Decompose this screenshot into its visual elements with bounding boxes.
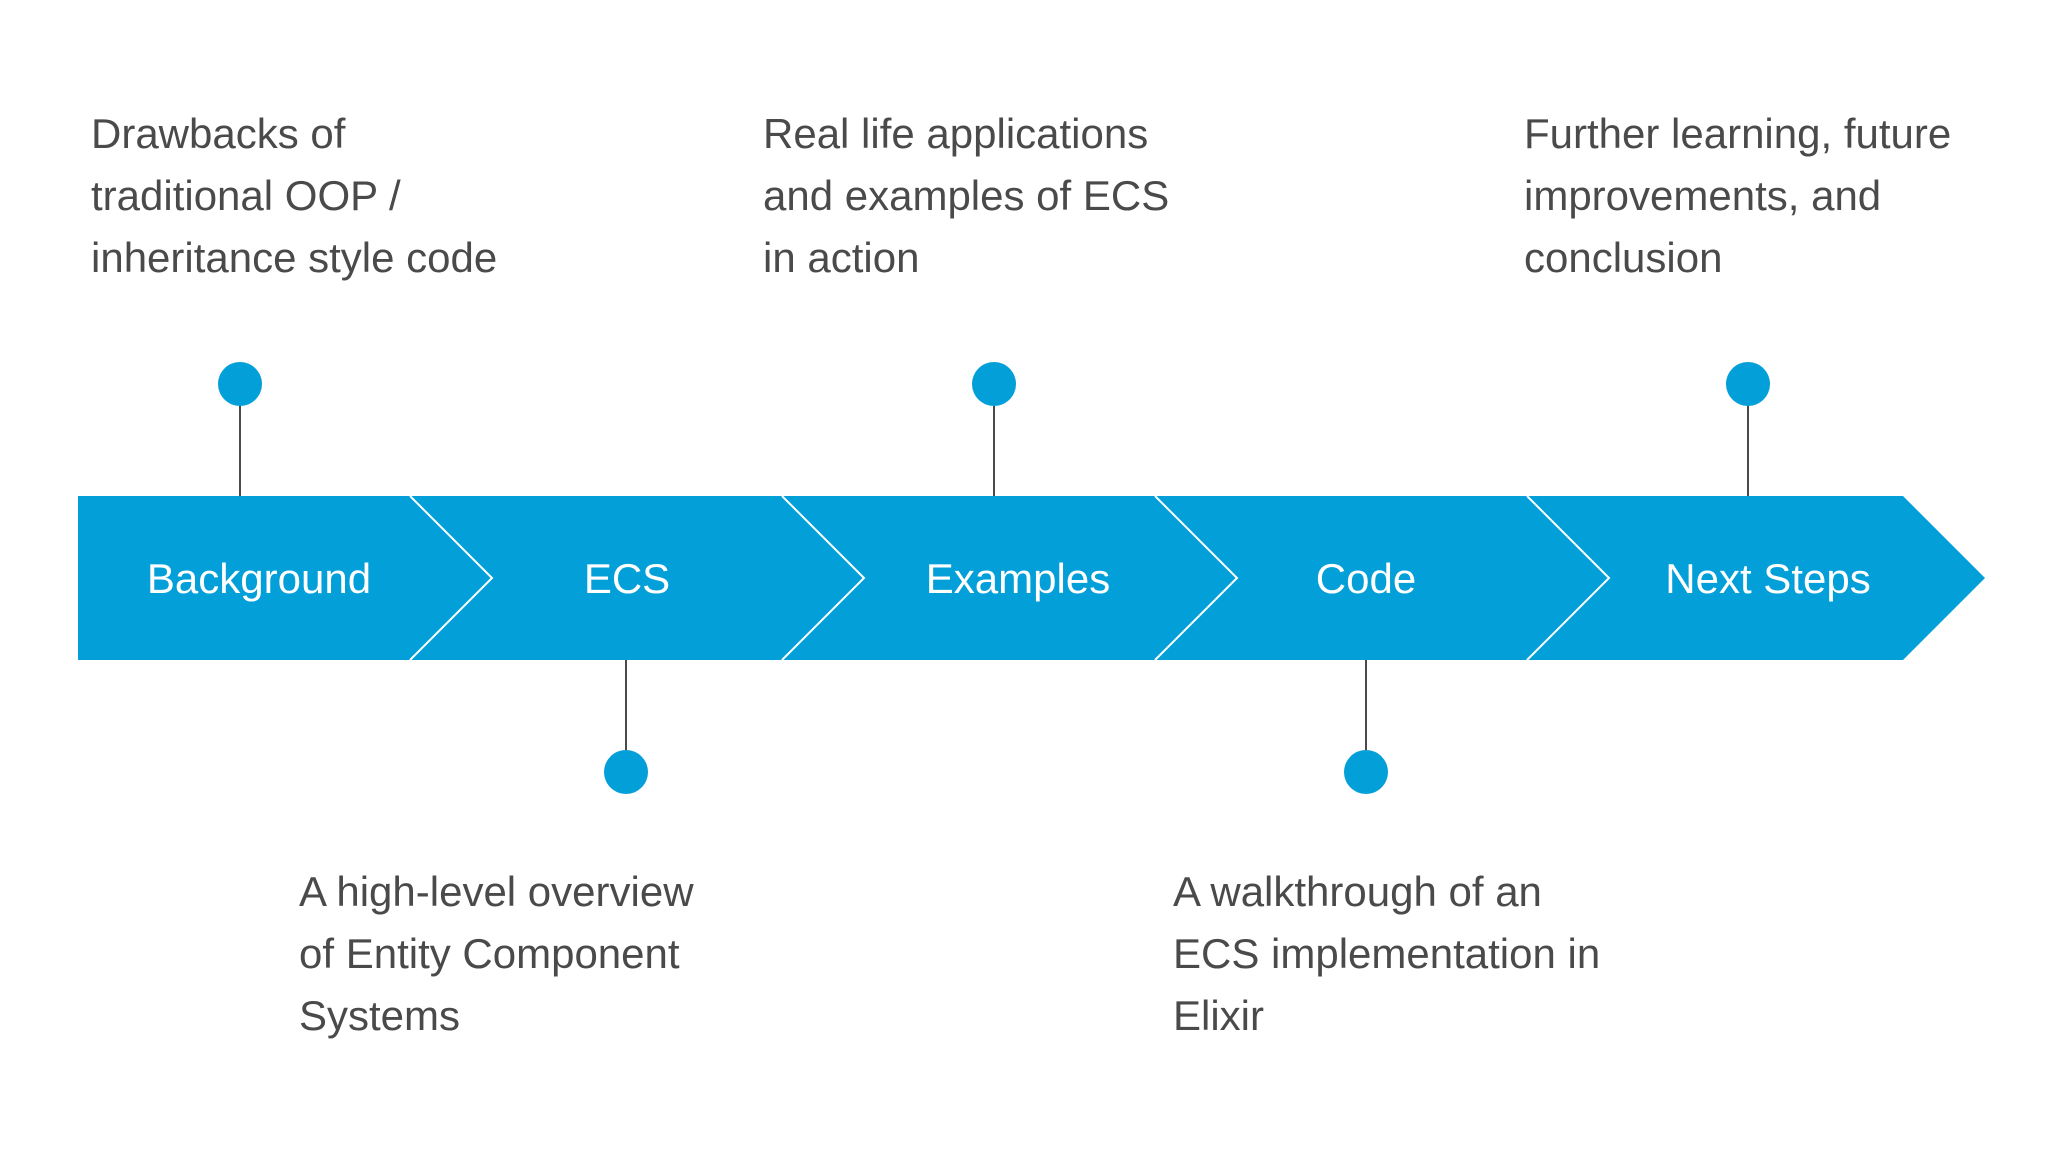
- milestone-dot: [1726, 362, 1770, 406]
- stage-examples: Examples: [926, 362, 1110, 602]
- stage-description-background: Drawbacks of traditional OOP / inheritan…: [91, 110, 498, 281]
- stage-description-code: A walkthrough of an ECS implementation i…: [1173, 868, 1601, 1039]
- stage-code: Code: [1316, 555, 1416, 794]
- stage-label-next-steps: Next Steps: [1665, 555, 1870, 602]
- chevron-separator-3: [1154, 495, 1239, 661]
- stage-ecs: ECS: [584, 555, 670, 794]
- timeline-arrow-band: [78, 496, 1985, 660]
- chevron-separator-2: [781, 495, 866, 661]
- milestone-dot: [972, 362, 1016, 406]
- chevron-separators: [409, 495, 1611, 661]
- stage-label-background: Background: [147, 555, 371, 602]
- stage-background: Background: [147, 362, 371, 602]
- stage-description-examples: Real life applications and examples of E…: [763, 110, 1170, 281]
- milestone-dot: [218, 362, 262, 406]
- chevron-separator-1: [409, 495, 494, 661]
- stage-label-code: Code: [1316, 555, 1416, 602]
- stage-description-next-steps: Further learning, future improvements, a…: [1524, 110, 1952, 281]
- stage-next-steps: Next Steps: [1665, 362, 1871, 602]
- milestone-dot: [1344, 750, 1388, 794]
- milestone-dot: [604, 750, 648, 794]
- stage-label-ecs: ECS: [584, 555, 670, 602]
- stage-label-examples: Examples: [926, 555, 1110, 602]
- chevron-separator-4: [1526, 495, 1611, 661]
- stage-description-ecs: A high-level overview of Entity Componen…: [299, 868, 694, 1039]
